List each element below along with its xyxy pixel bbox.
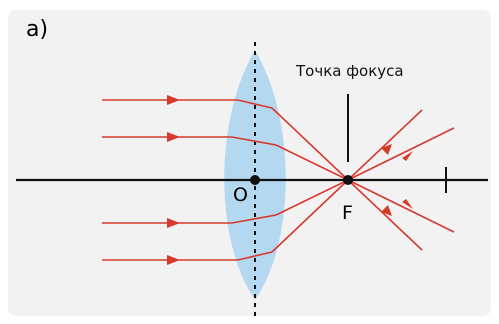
- out-ray-3: [276, 180, 348, 215]
- focus-label: F: [342, 202, 353, 224]
- diverge-ray-4: [348, 110, 422, 180]
- panel-label: а): [26, 17, 48, 42]
- arrowhead-out-4: [381, 144, 392, 155]
- arrowhead-out-1: [381, 205, 392, 216]
- diverge-ray-3: [348, 128, 454, 180]
- focus-point: [343, 175, 353, 185]
- arrowhead-ray-2: [167, 132, 180, 142]
- optical-center-label: O: [233, 184, 248, 206]
- focus-point-caption: Точка фокуса: [296, 62, 404, 80]
- diverge-ray-2: [348, 180, 454, 232]
- arrowhead-ray-3: [167, 218, 180, 228]
- out-ray-2: [276, 145, 348, 180]
- diverge-ray-1: [348, 180, 422, 250]
- optical-center-point: [250, 175, 260, 185]
- arrowhead-ray-1: [167, 95, 180, 105]
- arrowhead-ray-4: [167, 255, 180, 265]
